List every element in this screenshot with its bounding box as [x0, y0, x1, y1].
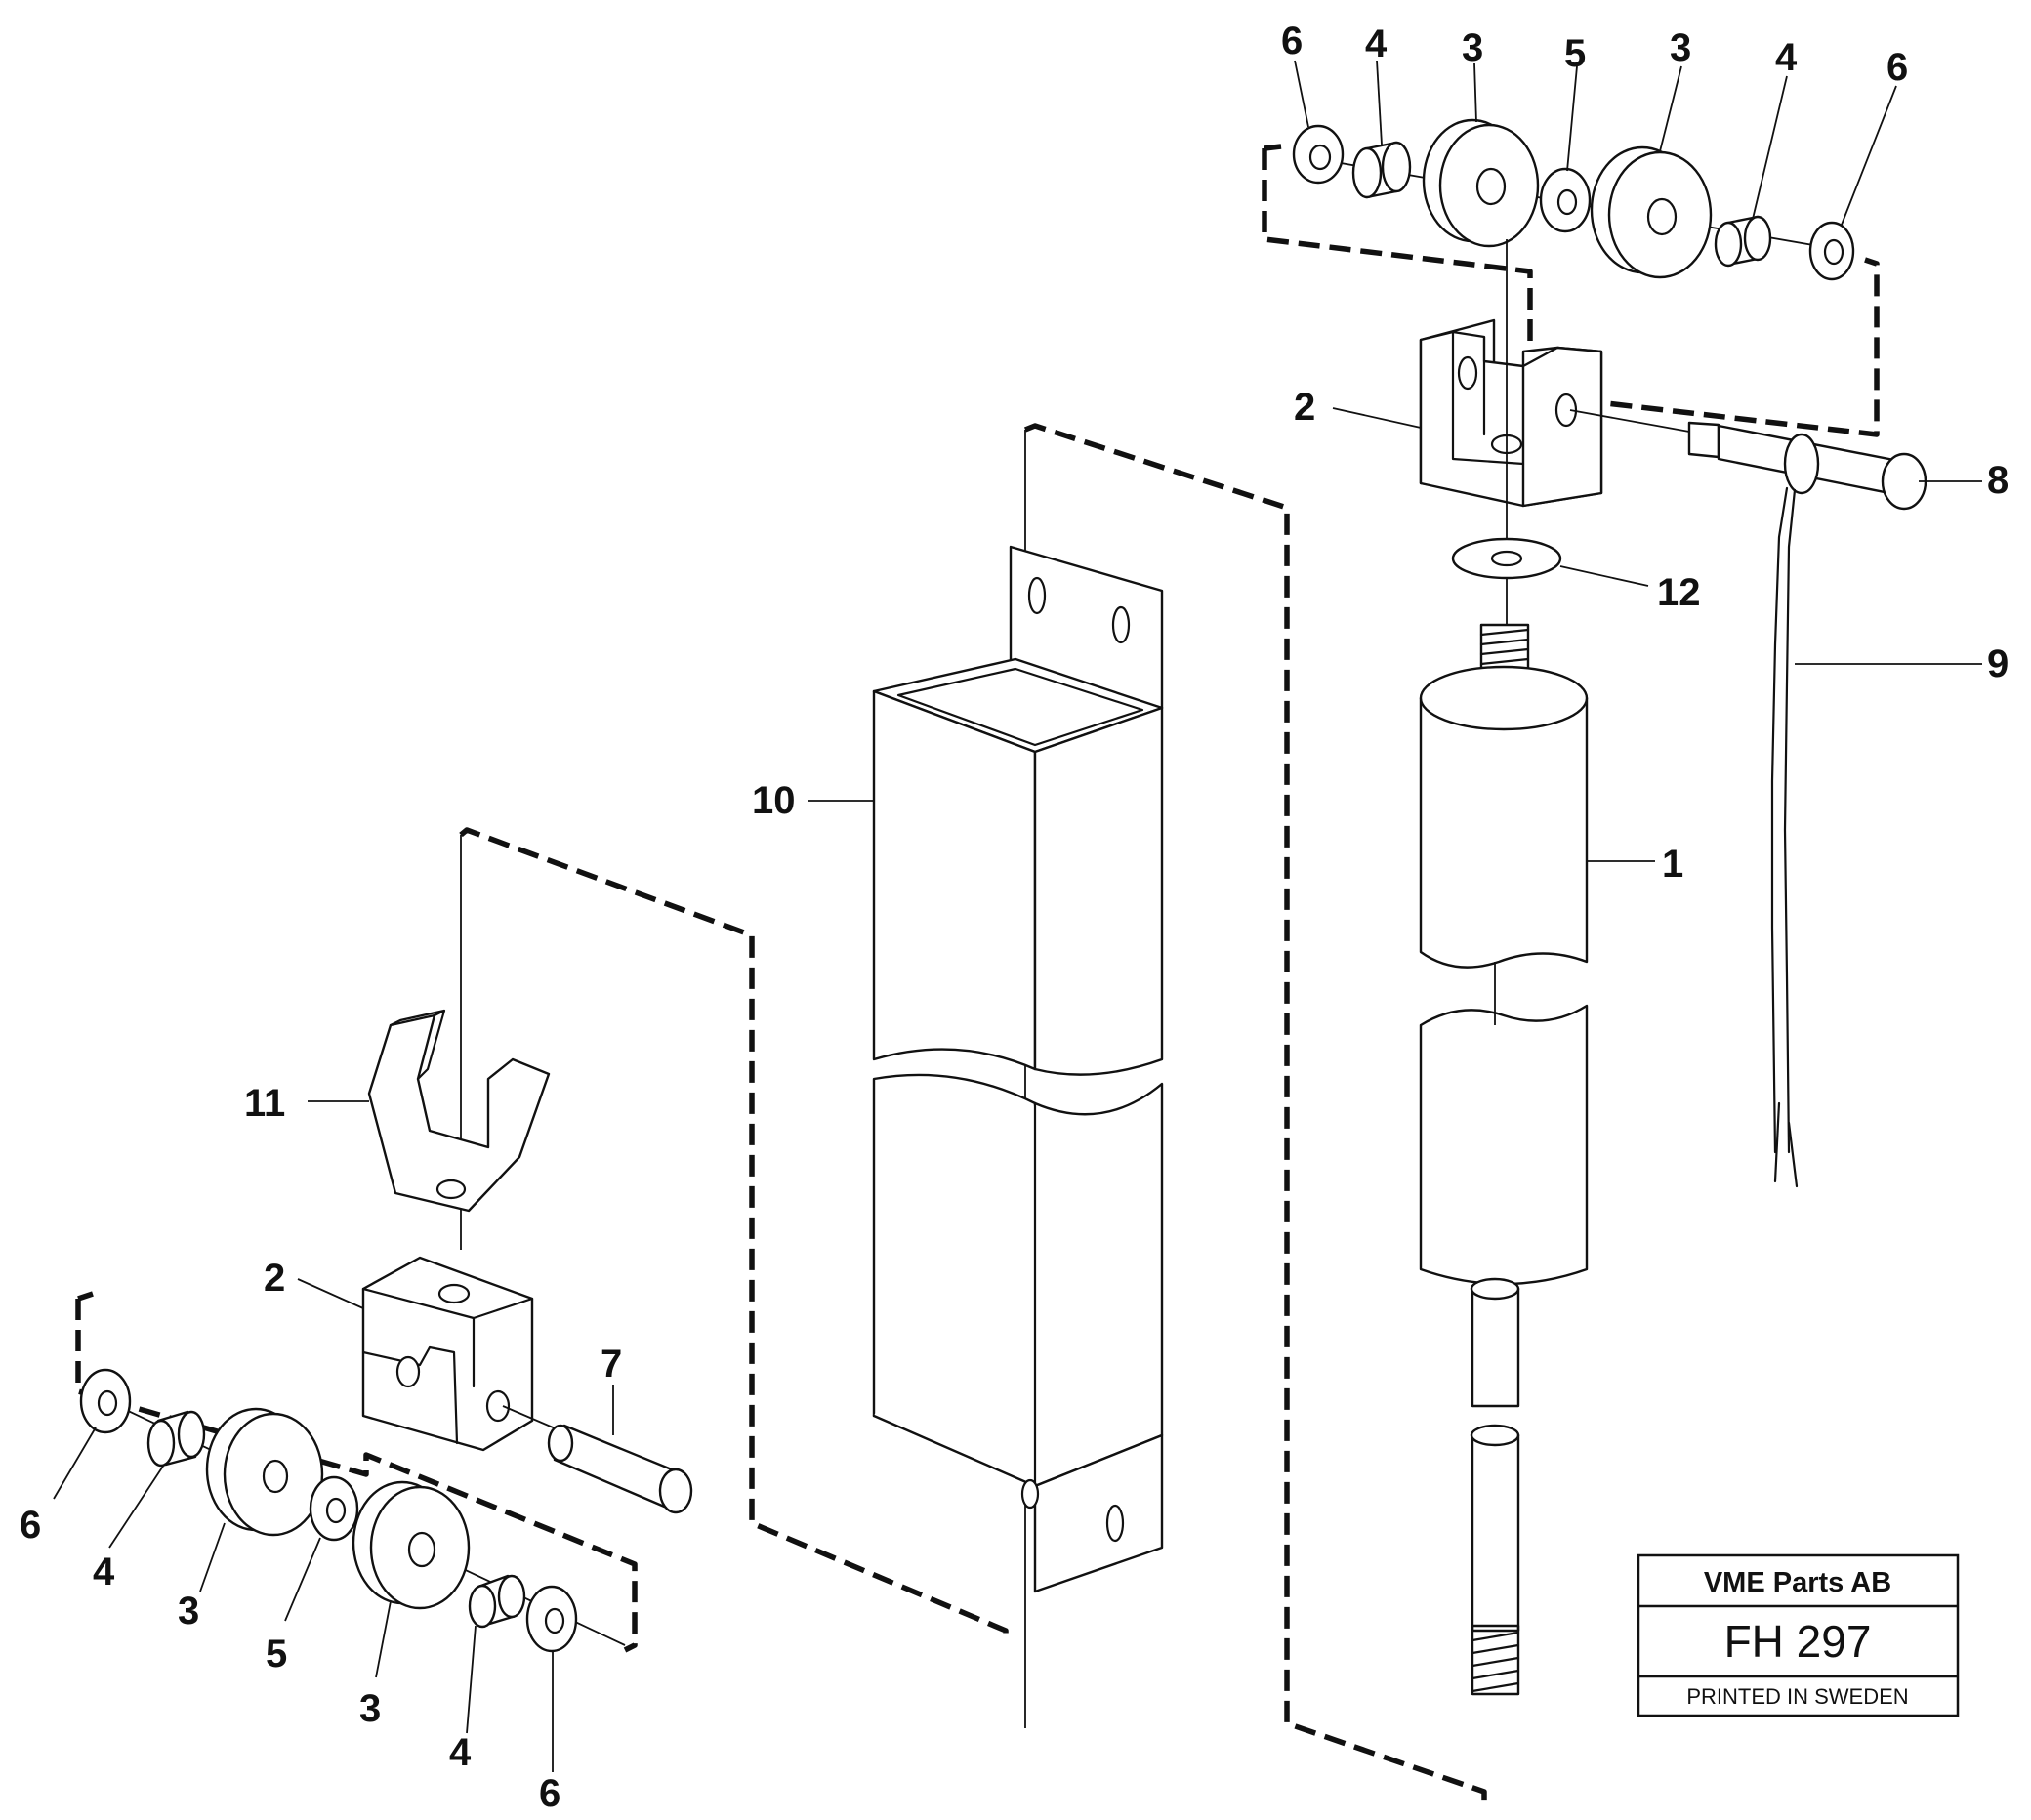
- callout-top-6b: 6: [1886, 46, 1908, 89]
- callout-12: 12: [1657, 571, 1701, 614]
- pulley-part-3: [1590, 145, 1713, 279]
- washer-part-6: [1292, 124, 1345, 185]
- stamp-note: PRINTED IN SWEDEN: [1686, 1684, 1908, 1709]
- leader-lines: [53, 60, 1982, 1772]
- title-stamp: VME Parts AB FH 297 PRINTED IN SWEDEN: [1637, 1553, 1960, 1717]
- callout-labels: 6 4 3 5 3 4 6 2 8 12 9 1 10 11 2 7 6 4 3…: [20, 20, 2009, 1815]
- cylinder-part-1: [1419, 623, 1589, 1696]
- callout-top-5: 5: [1564, 32, 1586, 75]
- left-pulley-assembly: [75, 1009, 693, 1653]
- callout-left-4: 4: [93, 1551, 115, 1593]
- callout-8: 8: [1987, 459, 2009, 502]
- callout-top-6: 6: [1281, 20, 1303, 62]
- washer-part-12: [1451, 537, 1562, 580]
- callout-top-4: 4: [1365, 22, 1388, 65]
- callout-left-4b: 4: [449, 1731, 472, 1774]
- callout-1: 1: [1662, 843, 1683, 886]
- bushing-part-4: [1714, 215, 1772, 268]
- callout-top-3b: 3: [1670, 26, 1691, 69]
- stamp-company: VME Parts AB: [1704, 1567, 1891, 1598]
- washer-part-6: [1808, 221, 1855, 281]
- top-pulley-assembly: [1262, 118, 1927, 1696]
- washer-part-5: [1539, 167, 1592, 233]
- callout-left-5: 5: [266, 1633, 287, 1675]
- washer-part-6: [525, 1585, 578, 1653]
- callout-left-6: 6: [20, 1504, 41, 1547]
- clevis-block-part-2: [361, 1256, 534, 1452]
- cable-part-9: [1770, 486, 1799, 1188]
- callout-7: 7: [601, 1343, 622, 1386]
- washer-part-5: [309, 1475, 359, 1542]
- mid-mounting-assembly: [459, 423, 1487, 1801]
- pin-part-7: [502, 1405, 693, 1514]
- mounting-bracket-part-10: [872, 545, 1164, 1593]
- pulley-part-3: [1422, 118, 1540, 248]
- callout-left-6b: 6: [539, 1772, 560, 1815]
- bushing-part-4: [468, 1574, 526, 1629]
- bushing-part-4: [146, 1410, 206, 1468]
- callout-top-4b: 4: [1775, 36, 1798, 79]
- bushing-part-4: [1351, 141, 1412, 199]
- stamp-code: FH 297: [1724, 1616, 1872, 1667]
- pin-part-8: [1569, 409, 1927, 511]
- callout-9: 9: [1987, 642, 2009, 685]
- spring-clip-part-11: [367, 1009, 551, 1213]
- pulley-part-3: [205, 1407, 324, 1537]
- callout-10: 10: [752, 779, 796, 822]
- callout-left-2: 2: [264, 1257, 285, 1300]
- callout-left-3b: 3: [359, 1687, 381, 1730]
- callout-top-3: 3: [1462, 26, 1483, 69]
- callout-left-3: 3: [178, 1590, 199, 1633]
- pulley-part-3: [352, 1480, 471, 1610]
- washer-part-6: [79, 1368, 132, 1434]
- clevis-bracket-part-2: [1419, 239, 1603, 674]
- callout-11: 11: [244, 1082, 285, 1125]
- callout-top-2: 2: [1294, 386, 1315, 429]
